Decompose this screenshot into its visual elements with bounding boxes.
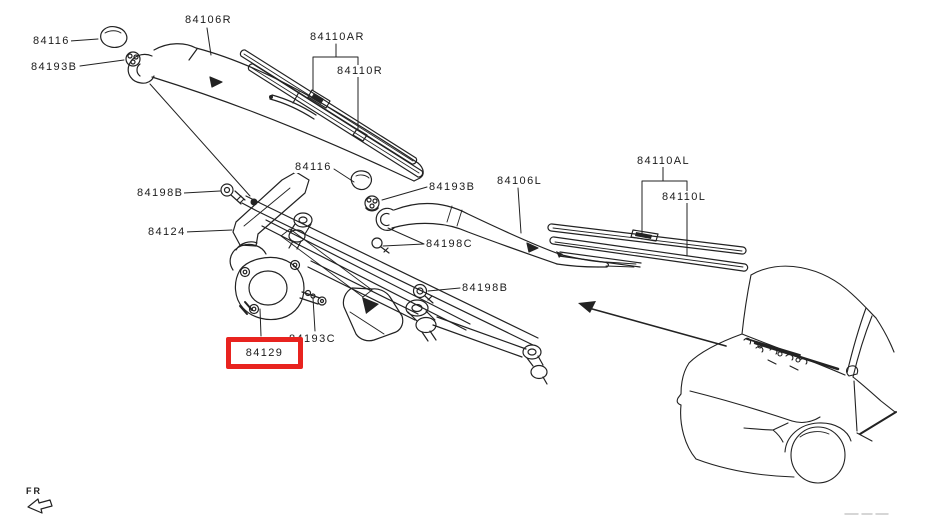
part-label-84106l[interactable]: 84106L <box>496 175 544 187</box>
pivot-cap-center <box>350 170 373 191</box>
pivot-nut-center <box>364 195 380 212</box>
cowl-bracket-84124 <box>232 171 310 247</box>
pivot-cap-right <box>100 26 128 49</box>
bolt-84198c <box>371 237 390 254</box>
fr-arrow-icon <box>27 498 53 514</box>
screw-84198b-left <box>220 183 246 205</box>
screw-84198b-right <box>412 283 434 304</box>
pivot-shaft-outer <box>522 344 548 385</box>
part-label-84198b-right[interactable]: 84198B <box>461 282 510 294</box>
part-label-84116-center[interactable]: 84116 <box>294 161 333 173</box>
part-label-84124[interactable]: 84124 <box>147 226 187 238</box>
fr-direction-label: FR <box>26 486 42 496</box>
part-label-84110ar[interactable]: 84110AR <box>309 31 366 43</box>
part-label-84110al[interactable]: 84110AL <box>636 155 692 167</box>
part-label-84110r[interactable]: 84110R <box>336 65 385 77</box>
highlight-box-84129[interactable]: 84129 <box>226 337 303 369</box>
part-label-84110l[interactable]: 84110L <box>661 191 708 203</box>
part-label-84193b-right[interactable]: 84193B <box>30 61 79 73</box>
wiper-motor <box>229 241 327 321</box>
wiper-blade-right <box>239 49 424 178</box>
wiper-linkage-frame <box>241 195 539 358</box>
part-label-84129[interactable]: 84129 <box>245 347 284 359</box>
wiper-blade-left <box>547 223 749 272</box>
location-arrow <box>578 301 727 347</box>
part-label-84198b-left[interactable]: 84198B <box>136 187 185 199</box>
part-label-84193b-center[interactable]: 84193B <box>428 181 477 193</box>
part-label-84198c[interactable]: 84198C <box>425 238 474 250</box>
pivot-nut-right <box>125 51 141 67</box>
washer-84193c <box>304 289 316 299</box>
vehicle-sketch <box>676 265 897 484</box>
pivot-shaft-right <box>405 299 437 342</box>
pivot-shaft-left <box>288 212 313 250</box>
part-label-84116-right[interactable]: 84116 <box>32 35 71 47</box>
part-label-84106r[interactable]: 84106R <box>184 14 233 26</box>
mount-bracket <box>342 287 404 342</box>
wiper-arm-right <box>127 43 424 182</box>
